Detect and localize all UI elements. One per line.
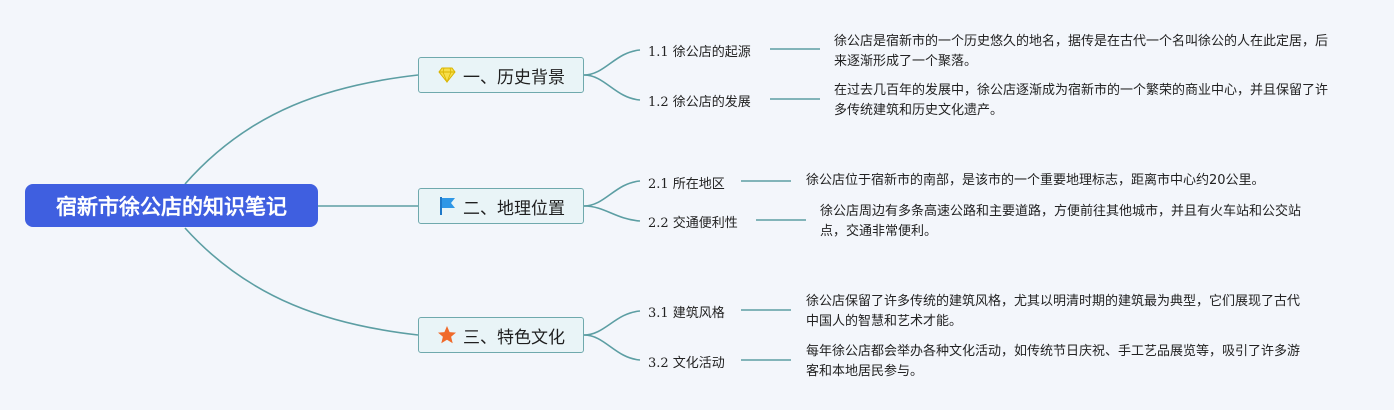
description-development: 在过去几百年的发展中，徐公店逐渐成为宿新市的一个繁荣的商业中心，并且保留了许多传… xyxy=(834,83,1329,118)
description-transport: 徐公店周边有多条高速公路和主要道路，方便前往其他城市，并且有火车站和公交站点，交… xyxy=(820,204,1302,239)
star-icon xyxy=(437,325,457,345)
subtopic-activities[interactable]: 3.2 文化活动 xyxy=(648,356,725,371)
branch-label: 一、历史背景 xyxy=(463,67,565,88)
description-activities: 每年徐公店都会举办各种文化活动，如传统节日庆祝、手工艺品展览等，吸引了许多游客和… xyxy=(806,344,1301,379)
branch-culture[interactable]: 三、特色文化 xyxy=(418,317,584,353)
diamond-icon xyxy=(437,65,457,85)
branch-label: 二、地理位置 xyxy=(463,198,565,219)
subtopic-development[interactable]: 1.2 徐公店的发展 xyxy=(648,95,751,110)
connector-root-branch-1 xyxy=(184,74,419,185)
subtopic-architecture[interactable]: 3.1 建筑风格 xyxy=(648,306,725,321)
connector-branch-3-sub-1 xyxy=(583,310,641,336)
flag-icon xyxy=(437,196,457,216)
description-origin: 徐公店是宿新市的一个历史悠久的地名，据传是在古代一个名叫徐公的人在此定居，后来逐… xyxy=(834,34,1329,69)
connector-branch-1-sub-1 xyxy=(583,49,641,76)
root-topic[interactable]: 宿新市徐公店的知识笔记 xyxy=(25,184,318,227)
connector-branch-3-sub-2 xyxy=(583,334,641,361)
subtopic-transport[interactable]: 2.2 交通便利性 xyxy=(648,216,738,231)
subtopic-origin[interactable]: 1.1 徐公店的起源 xyxy=(648,45,751,60)
description-region: 徐公店位于宿新市的南部，是该市的一个重要地理标志，距离市中心约20公里。 xyxy=(806,173,1265,188)
connector-branch-2-sub-2 xyxy=(583,205,641,222)
subtopic-region[interactable]: 2.1 所在地区 xyxy=(648,177,725,192)
description-architecture: 徐公店保留了许多传统的建筑风格，尤其以明清时期的建筑最为典型，它们展现了古代中国… xyxy=(806,294,1301,329)
branch-history[interactable]: 一、历史背景 xyxy=(418,57,584,93)
root-topic-label: 宿新市徐公店的知识笔记 xyxy=(56,194,287,219)
branch-label: 三、特色文化 xyxy=(463,327,565,348)
connector-branch-1-sub-2 xyxy=(583,74,641,101)
branch-location[interactable]: 二、地理位置 xyxy=(418,188,584,224)
connector-branch-2-sub-1 xyxy=(583,180,641,207)
connector-root-branch-3 xyxy=(184,227,419,336)
